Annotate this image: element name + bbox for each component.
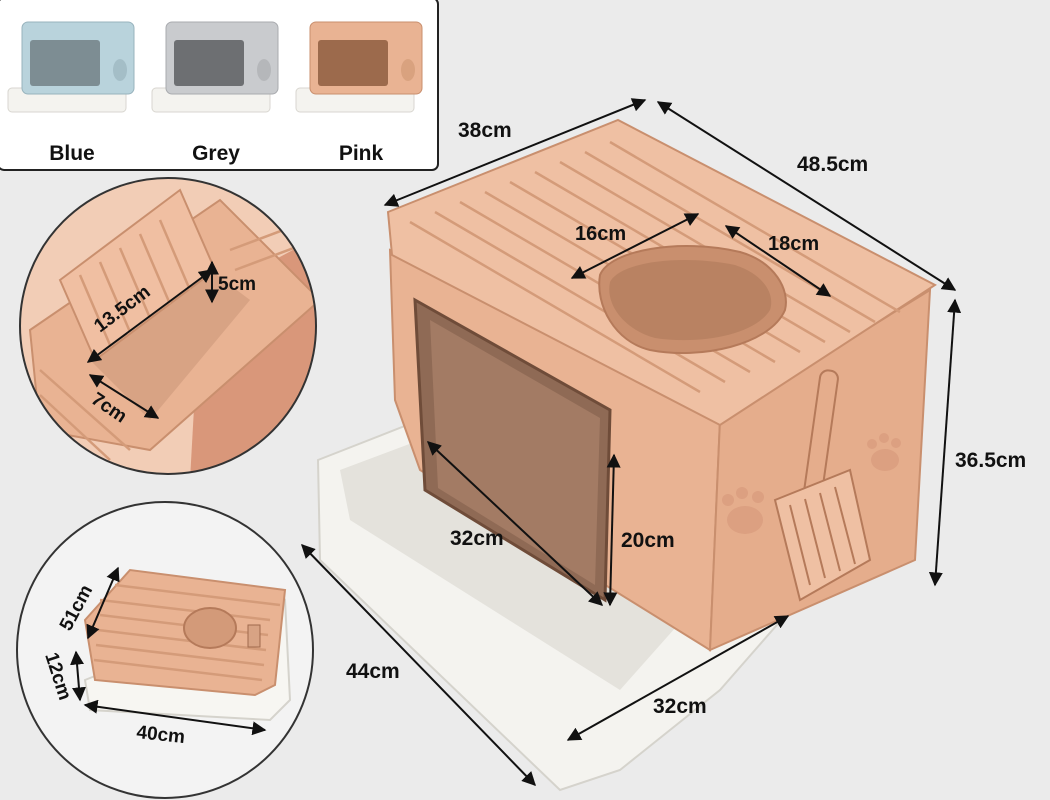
label-window-width: 32cm	[450, 527, 504, 550]
label-opening-depth: 18cm	[768, 233, 819, 255]
color-option-pink[interactable]: Pink	[295, 21, 423, 165]
label-folded-width: 40cm	[135, 722, 186, 748]
label-top-width: 48.5cm	[797, 153, 868, 176]
color-label-blue: Blue	[49, 142, 95, 165]
label-lid-height: 5cm	[218, 274, 256, 295]
litter-box-main	[316, 118, 937, 792]
label-height: 36.5cm	[955, 449, 1026, 472]
label-window-height: 20cm	[621, 529, 675, 552]
label-top-depth: 38cm	[458, 119, 512, 142]
label-tray-width: 32cm	[653, 695, 707, 718]
color-label-pink: Pink	[339, 142, 384, 165]
dimension-annotations: 38cm 48.5cm 36.5cm 16cm 18cm 32cm 20cm 4…	[301, 98, 1026, 787]
color-option-grey[interactable]: Grey	[151, 21, 279, 165]
folded-detail-circle: 51cm 12cm 40cm	[16, 501, 314, 799]
label-tray-depth: 44cm	[346, 660, 400, 683]
color-option-blue[interactable]: Blue	[7, 21, 135, 165]
paw-print-decoration	[722, 433, 901, 534]
color-label-grey: Grey	[192, 142, 240, 165]
label-opening-width: 16cm	[575, 223, 626, 245]
color-options-panel: Blue Grey Pink	[0, 0, 439, 171]
lid-detail-circle: 13.5cm 5cm 7cm	[19, 177, 317, 475]
scoop	[773, 369, 872, 602]
